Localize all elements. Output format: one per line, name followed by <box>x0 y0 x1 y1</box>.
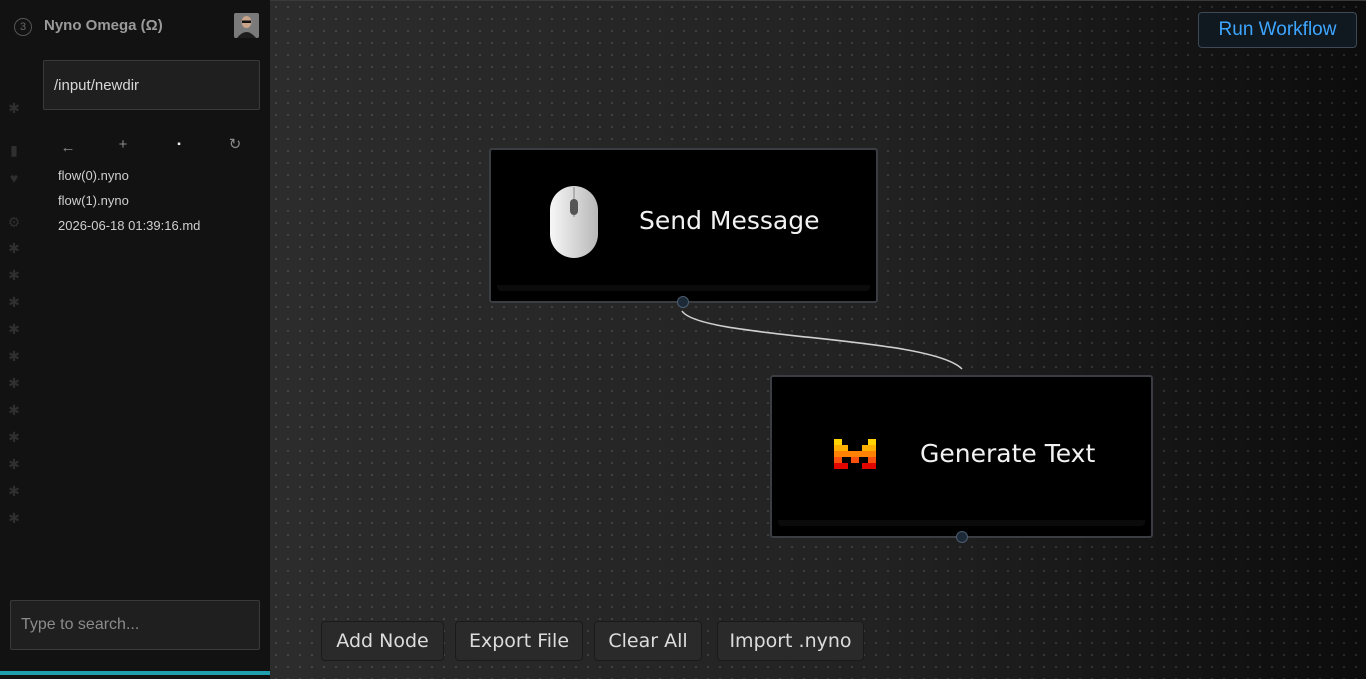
file-list: flow(0).nyno flow(1).nyno 2026-06-18 01:… <box>58 168 200 243</box>
new-file-icon[interactable]: + <box>118 135 128 153</box>
export-file-button[interactable]: Export File <box>455 621 583 661</box>
avatar[interactable] <box>234 13 259 38</box>
gear-icon[interactable]: ⚙ <box>7 213 21 230</box>
mouse-icon <box>550 186 598 258</box>
node-label: Send Message <box>639 206 820 235</box>
import-button[interactable]: Import .nyno <box>717 621 864 661</box>
puzzle-icon[interactable]: ✱ <box>8 455 20 472</box>
node-connection-edge[interactable] <box>681 310 963 370</box>
database-icon[interactable]: ▮ <box>10 141 18 158</box>
app-logo-icon: 3 <box>14 18 32 36</box>
edge-layer <box>681 310 963 370</box>
search-input[interactable] <box>10 600 260 650</box>
back-icon[interactable]: ← <box>60 138 76 156</box>
path-input[interactable] <box>43 60 260 110</box>
heart-icon[interactable]: ♥ <box>9 170 19 186</box>
app-title: Nyno Omega (Ω) <box>44 17 163 34</box>
file-toolbar: ← + ▪ ↻ <box>55 134 255 156</box>
workflow-canvas[interactable]: Run Workflow Send Message <box>270 0 1366 679</box>
progress-bar <box>0 671 270 675</box>
puzzle-icon[interactable]: ✱ <box>8 347 20 364</box>
node-send-message[interactable]: Send Message <box>489 148 878 308</box>
file-item[interactable]: flow(0).nyno <box>58 168 129 183</box>
output-port[interactable] <box>677 296 689 308</box>
run-workflow-button[interactable]: Run Workflow <box>1198 12 1357 48</box>
add-node-button[interactable]: Add Node <box>321 621 444 661</box>
mistral-logo-icon <box>834 439 876 469</box>
puzzle-icon[interactable]: ✱ <box>8 266 20 283</box>
puzzle-icon[interactable]: ✱ <box>8 99 20 116</box>
puzzle-icon[interactable]: ✱ <box>8 239 20 256</box>
file-item[interactable]: 2026-06-18 01:39:16.md <box>58 218 201 233</box>
sidebar: 3 Nyno Omega (Ω) ✱ ▮ ♥ ⚙ ✱ ✱ ✱ ✱ ✱ ✱ ✱ ✱… <box>0 0 270 679</box>
puzzle-icon[interactable]: ✱ <box>8 401 20 418</box>
node-generate-text[interactable]: Generate Text <box>770 375 1153 543</box>
puzzle-icon[interactable]: ✱ <box>8 509 20 526</box>
puzzle-icon[interactable]: ✱ <box>8 374 20 391</box>
node-label: Generate Text <box>920 439 1096 468</box>
puzzle-icon[interactable]: ✱ <box>8 293 20 310</box>
puzzle-icon[interactable]: ✱ <box>8 428 20 445</box>
progress-fill <box>0 671 270 675</box>
folder-icon[interactable]: ▪ <box>177 138 181 150</box>
refresh-icon[interactable]: ↻ <box>228 136 242 153</box>
puzzle-icon[interactable]: ✱ <box>8 482 20 499</box>
file-item[interactable]: flow(1).nyno <box>58 193 129 208</box>
avatar-image <box>234 13 259 38</box>
puzzle-icon[interactable]: ✱ <box>8 320 20 337</box>
clear-all-button[interactable]: Clear All <box>594 621 702 661</box>
output-port[interactable] <box>956 531 968 543</box>
